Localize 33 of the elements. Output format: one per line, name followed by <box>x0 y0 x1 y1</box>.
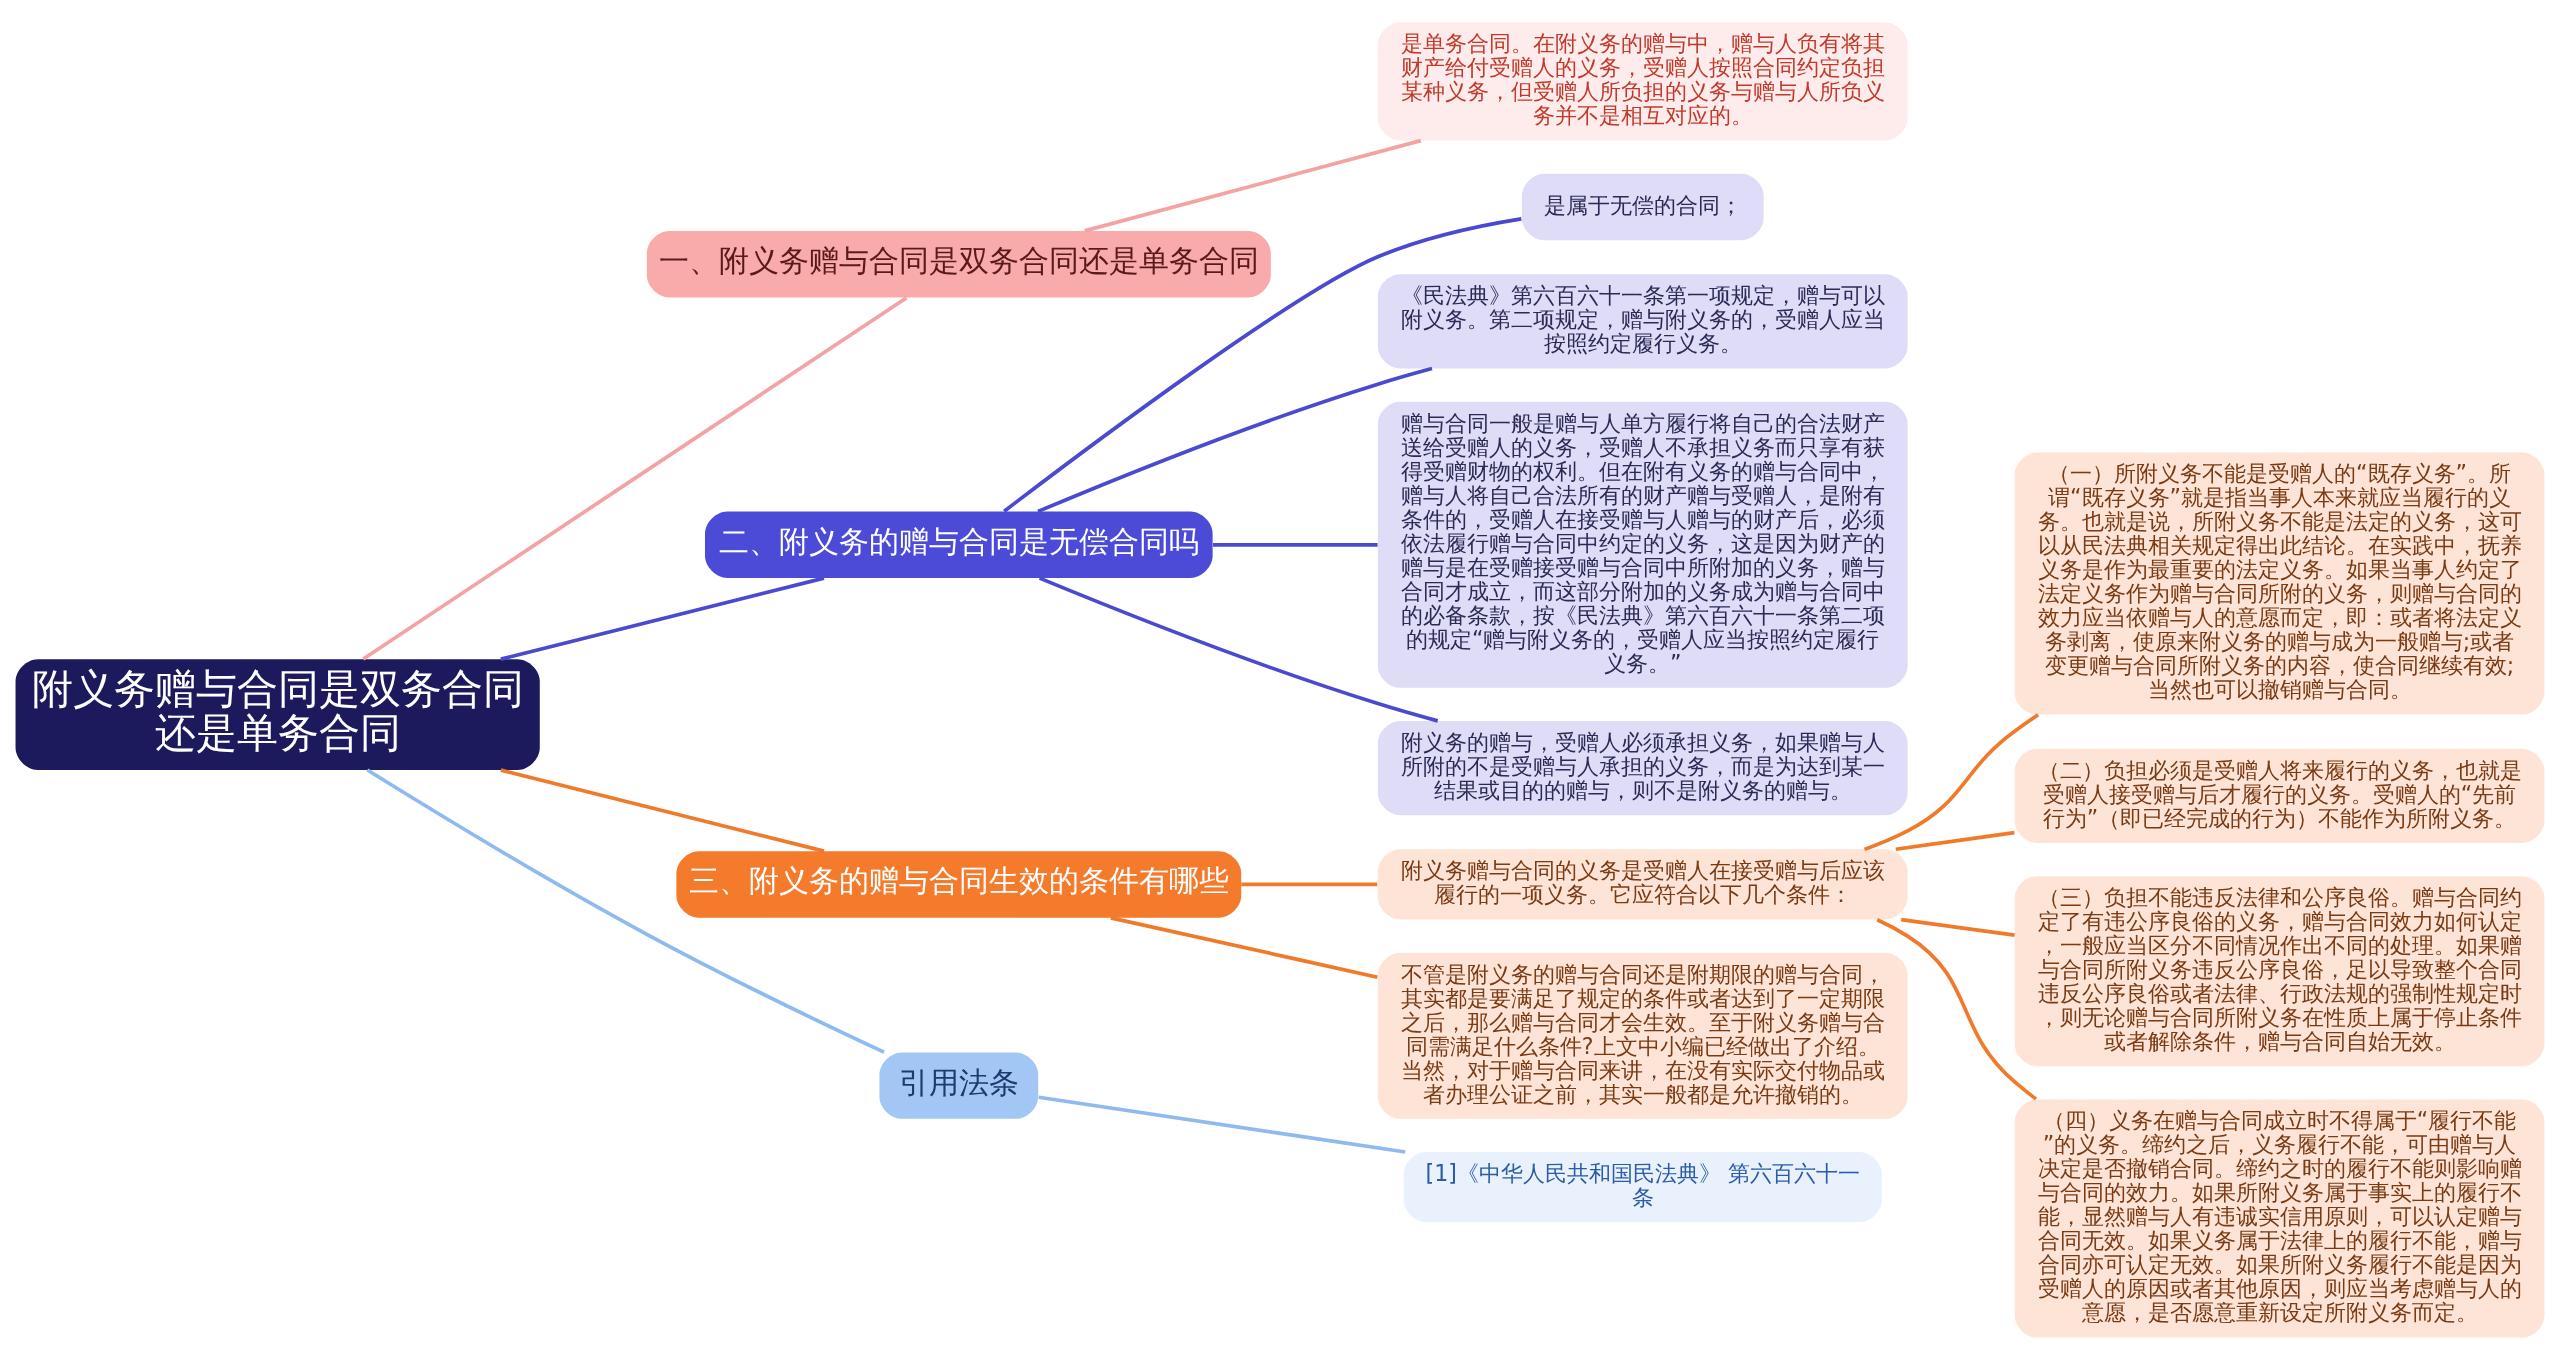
connector <box>1038 1094 1406 1154</box>
connector <box>500 575 825 661</box>
node-box: 《民法典》第六百六十一条第一项规定，赠与可以附义务。第二项规定，赠与附义务的，受赠人应当按照约定履行义务。 <box>1377 273 1908 368</box>
node-box: 赠与合同一般是赠与人单方履行将自己的合法财产送给受赠人的义务，受赠人不承担义务而只享有获得受赠财物的权利。但在附有义务的赠与合同中，赠与人将自己合法所有的财产赠与受赠人，是附有条件的，受赠人在接受赠与人赠与的财产后，必须依法履行赠与合同中约定的义务，这是因为财产的赠与是在受赠接受赠与合同中所附加的义务，赠与合同才成立，而这部分附加的义务成为赠与合同中的必备条款，按《民法典》第六百六十一条第二项的规定“赠与附义务的，受赠人应当按照约定履行义务。” <box>1377 401 1908 688</box>
connector <box>362 295 908 660</box>
node-box: 附义务赠与合同是双务合同还是单务合同 <box>15 658 540 770</box>
connector <box>366 767 885 1054</box>
connector <box>1084 138 1422 233</box>
node-box: 是单务合同。在附义务的赠与中，赠与人负有将其财产给付受赠人的义务，受赠人按照合同约定负担某种义务，但受赠人所负担的义务与赠与人所负义务并不是相互对应的。 <box>1377 21 1908 140</box>
node-box: 引用法条 <box>879 1051 1039 1119</box>
node-box: 二、附义务的赠与合同是无偿合同吗 <box>705 511 1213 578</box>
node-box: 不管是附义务的赠与合同还是附期限的赠与合同，其实都是要满足了规定的条件或者达到了一定期限之后，那么赠与合同才会生效。至于附义务赠与合同需满足什么条件?上文中小编已经做出了介绍。当然，对于赠与合同来讲，在没有实际交付物品或者办理公证之前，其实一般都是允许撤销的。 <box>1377 952 1908 1119</box>
node-box: （三）负担不能违反法律和公序良俗。赠与合同约定了有违公序良俗的义务，赠与合同效力如何认定，一般应当区分不同情况作出不同的处理。如果赠与合同所附义务违反公序良俗，足以导致整个合同违反公序良俗或者法律、行政法规的强制性规定时，则无论赠与合同所附义务在性质上属于停止条件或者解除条件，赠与合同自始无效。 <box>2014 875 2545 1066</box>
connector <box>1037 366 1433 513</box>
node-box: （四）义务在赠与合同成立时不得属于“履行不能”的义务。缔约之后，义务履行不能，可由赠与人决定是否撤销合同。缔约之时的履行不能则影响赠与合同的效力。如果所附义务属于事实上的履行不能，显然赠与人有违诚实信用原则，可以认定赠与合同无效。如果义务属于法律上的履行不能，赠与合同亦可认定无效。如果所附义务履行不能是因为受赠人的原因或者其他原因，则应当考虑赠与人的意愿，是否愿意重新设定所附义务而定。 <box>2014 1099 2545 1338</box>
node-box: 附义务的赠与，受赠人必须承担义务，如果赠与人所附的不是受赠与人承担的义务，而是为达到某一结果或目的的赠与，则不是附义务的赠与。 <box>1377 720 1908 815</box>
connector <box>1038 575 1439 723</box>
connector <box>1863 712 2040 851</box>
connector <box>1876 917 2038 1100</box>
connector <box>1900 917 2015 937</box>
connector <box>1895 830 2015 851</box>
node-box: （二）负担必须是受赠人将来履行的义务，也就是受赠人接受赠与后才履行的义务。受赠人的“先前行为”（即已经完成的行为）不能作为所附义务。 <box>2014 748 2545 843</box>
connector <box>1212 542 1378 547</box>
node-box: 一、附义务赠与合同是双务合同还是单务合同 <box>646 230 1271 297</box>
connector <box>1003 216 1522 513</box>
node-box: （一）所附义务不能是受赠人的“既存义务”。所谓“既存义务”就是指当事人本来就应当履行的义务。也就是说，所附义务不能是法定的义务，这可以从民法典相关规定得出此结论。在实践中，抚养义务是作为最重要的法定义务。如果当事人约定了法定义务作为赠与合同所附的义务，则赠与合同的效力应当依赠与人的意愿而定，即：或者将法定义务剥离，使原来附义务的赠与成为一般赠与;或者变更赠与合同所附义务的内容，使合同继续有效;当然也可以撤销赠与合同。 <box>2014 452 2545 715</box>
connector <box>1110 915 1378 979</box>
node-box: [1]《中华人民共和国民法典》 第六百六十一条 <box>1403 1151 1882 1222</box>
node-box: 是属于无偿的合同； <box>1521 173 1764 240</box>
connector <box>1241 882 1378 886</box>
node-box: 三、附义务的赠与合同生效的条件有哪些 <box>676 850 1242 918</box>
node-box: 附义务赠与合同的义务是受赠人在接受赠与后应该履行的一项义务。它应符合以下几个条件： <box>1377 848 1908 919</box>
connector <box>500 767 825 853</box>
